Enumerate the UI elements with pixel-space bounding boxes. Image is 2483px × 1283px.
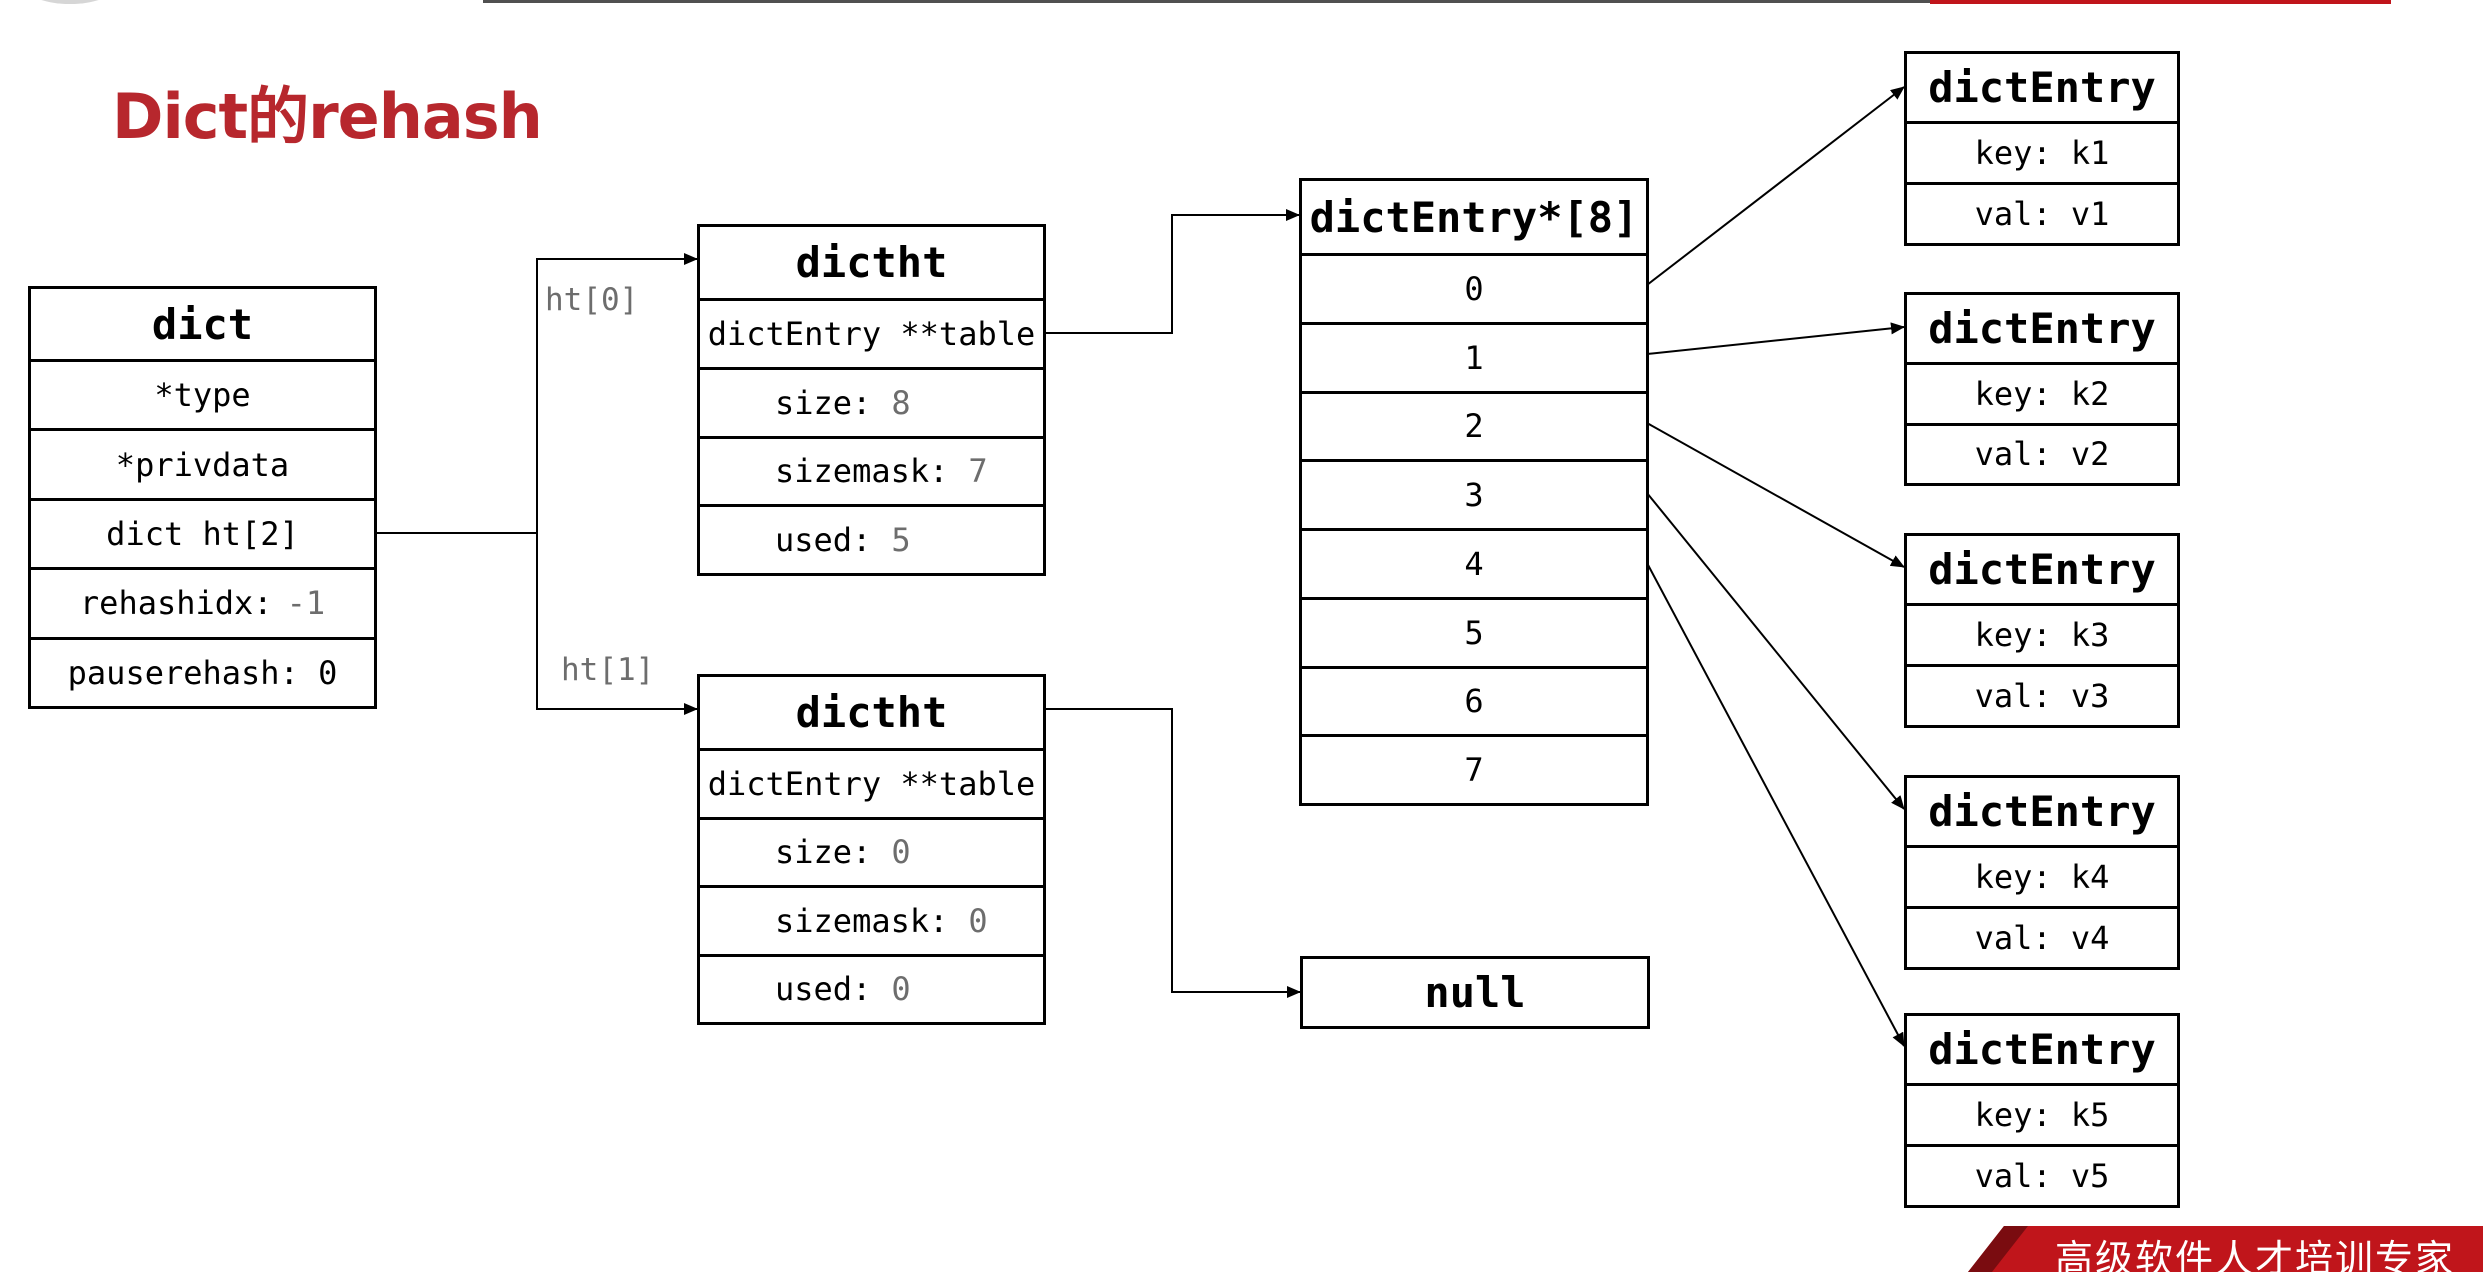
connector-bucket1-to-k2 [1646, 322, 1905, 355]
dictht0-size: size:8 [700, 366, 1043, 436]
bucket-slot-7: 7 [1302, 734, 1646, 803]
bucket-array: dictEntry*[8] 0 1 2 3 4 5 6 7 [1299, 178, 1649, 806]
dict-entry-key: key: k4 [1907, 845, 2177, 906]
edge-label-ht1: ht[1] [561, 652, 655, 688]
bucket-slot-0: 0 [1302, 253, 1646, 322]
dictht1-used: used:0 [700, 953, 1043, 1023]
dict-field-pauserehash: pauserehash: 0 [31, 636, 374, 706]
dict-field-privdata: *privdata [31, 428, 374, 497]
dict-entry-key: key: k3 [1907, 603, 2177, 664]
top-rule-accent [1930, 0, 2391, 4]
dict-entry-val: val: v3 [1907, 664, 2177, 725]
dict-entry-val: val: v5 [1907, 1144, 2177, 1205]
dictht-ht0: dictht dictEntry **table size:8 sizemask… [697, 224, 1046, 576]
dictht0-sizemask: sizemask:7 [700, 435, 1043, 505]
dict-entry-k5: dictEntry key: k5 val: v5 [1904, 1013, 2180, 1208]
connector-ht0-to-buckets [1045, 209, 1300, 334]
connector-bucket2-to-k3 [1646, 422, 1905, 568]
dict-entry-k2: dictEntry key: k2 val: v2 [1904, 292, 2180, 486]
dictht-ht1: dictht dictEntry **table size:0 sizemask… [697, 674, 1046, 1025]
dictht0-header: dictht [795, 238, 948, 287]
dict-entry-header: dictEntry [1928, 63, 2156, 112]
dict-entry-key: key: k1 [1907, 121, 2177, 182]
dict-entry-k4: dictEntry key: k4 val: v4 [1904, 775, 2180, 970]
dict-entry-header: dictEntry [1928, 1025, 2156, 1074]
dictht1-sizemask: sizemask:0 [700, 885, 1043, 954]
connector-dict-to-ht0 [374, 253, 698, 534]
bucket-slot-4: 4 [1302, 528, 1646, 597]
dict-entry-key: key: k5 [1907, 1083, 2177, 1144]
connector-bucket4-to-k5 [1646, 562, 1905, 1047]
null-box: null [1300, 956, 1650, 1029]
bucket-slot-3: 3 [1302, 459, 1646, 528]
dict-entry-header: dictEntry [1928, 304, 2156, 353]
footer-banner [1968, 1226, 2483, 1272]
dict-entry-header: dictEntry [1928, 787, 2156, 836]
connector-bucket0-to-k1 [1646, 86, 1905, 286]
dict-entry-val: val: v4 [1907, 906, 2177, 967]
slide-title: Dict的rehash [112, 80, 543, 153]
bucket-slot-1: 1 [1302, 321, 1646, 391]
connector-bucket3-to-k4 [1646, 492, 1905, 810]
dict-entry-k3: dictEntry key: k3 val: v3 [1904, 533, 2180, 728]
dict-field-rehashidx: rehashidx:-1 [31, 567, 374, 636]
dict-struct: dict *type *privdata dict ht[2] rehashid… [28, 286, 377, 709]
edge-label-ht0: ht[0] [545, 282, 639, 318]
dict-entry-k1: dictEntry key: k1 val: v1 [1904, 51, 2180, 246]
top-rule [483, 0, 2391, 3]
footer-slogan: 高级软件人才培训专家 [2055, 1237, 2456, 1281]
dict-entry-key: key: k2 [1907, 362, 2177, 423]
dict-entry-header: dictEntry [1928, 545, 2156, 594]
dictht1-table: dictEntry **table [700, 748, 1043, 817]
dictht0-table: dictEntry **table [700, 298, 1043, 367]
bucket-array-header: dictEntry*[8] [1309, 192, 1639, 242]
dictht1-size: size:0 [700, 816, 1043, 886]
connector-dict-to-ht1 [536, 533, 698, 715]
dict-field-ht: dict ht[2] [31, 497, 374, 567]
dict-entry-val: val: v2 [1907, 422, 2177, 484]
dictht0-used: used:5 [700, 504, 1043, 573]
dict-field-type: *type [31, 359, 374, 428]
bucket-slot-2: 2 [1302, 390, 1646, 460]
null-label: null [1424, 968, 1526, 1017]
bucket-slot-6: 6 [1302, 665, 1646, 735]
dict-entry-val: val: v1 [1907, 182, 2177, 243]
connector-ht1-to-null [1045, 708, 1301, 998]
logo-fragment [20, 0, 120, 4]
bucket-slot-5: 5 [1302, 596, 1646, 666]
dict-header: dict [151, 299, 254, 349]
dictht1-header: dictht [795, 688, 948, 737]
